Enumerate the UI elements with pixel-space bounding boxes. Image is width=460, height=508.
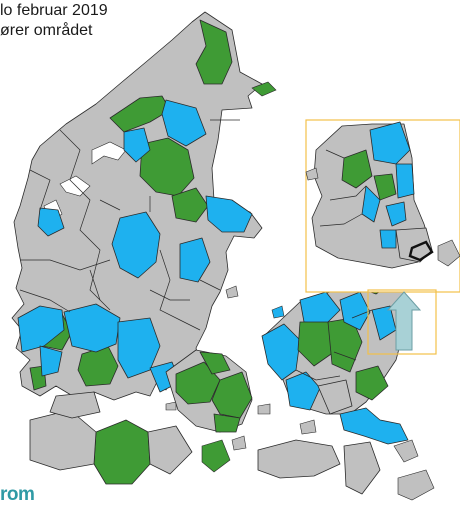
municipality	[297, 321, 335, 367]
bornholm-island	[437, 239, 460, 267]
island	[225, 285, 239, 299]
limfjord-water-2	[59, 175, 91, 197]
municipality	[117, 317, 161, 379]
header-line-1: lo februar 2019	[0, 2, 108, 19]
lolland-landmass	[257, 439, 341, 479]
municipality	[49, 391, 101, 419]
island	[231, 435, 247, 451]
municipality	[395, 163, 415, 199]
copenhagen-highlight	[408, 240, 434, 262]
municipality	[93, 419, 151, 485]
zealand-borders	[295, 309, 373, 381]
jutland-borders	[19, 119, 240, 331]
municipality	[317, 379, 353, 415]
municipality	[373, 173, 397, 201]
zoom-region-frame	[367, 289, 437, 355]
municipality	[299, 291, 341, 325]
municipality	[369, 121, 411, 165]
municipality	[205, 195, 253, 233]
island	[165, 401, 177, 411]
island	[257, 403, 271, 415]
municipality	[29, 409, 97, 471]
inset-borders	[319, 149, 367, 227]
municipality	[39, 345, 63, 377]
island	[299, 419, 317, 435]
municipality	[213, 413, 241, 433]
municipality	[179, 237, 211, 283]
municipality	[361, 185, 381, 223]
island	[251, 81, 277, 97]
falster-landmass	[343, 441, 381, 495]
header-line-2: ører området	[0, 22, 93, 39]
municipality	[161, 99, 207, 147]
municipality	[147, 425, 193, 475]
municipality	[339, 407, 409, 445]
island	[305, 167, 319, 181]
municipality	[17, 305, 65, 353]
municipality	[195, 19, 233, 85]
municipality	[385, 201, 407, 227]
municipality	[175, 361, 221, 405]
island	[271, 305, 285, 319]
municipality	[139, 137, 195, 197]
municipality	[37, 207, 65, 237]
municipality	[199, 351, 231, 375]
municipality	[379, 229, 397, 249]
municipality	[355, 365, 389, 401]
mon-island	[393, 439, 419, 463]
municipality	[123, 127, 151, 163]
logo-text: rom	[0, 484, 35, 505]
up-arrow-icon	[386, 291, 422, 351]
limfjord-water	[91, 141, 127, 165]
island	[397, 469, 435, 501]
municipality	[111, 211, 161, 279]
municipality	[339, 291, 371, 331]
municipality	[171, 187, 209, 223]
municipality	[341, 149, 373, 189]
island	[201, 439, 231, 473]
municipality	[63, 303, 121, 353]
